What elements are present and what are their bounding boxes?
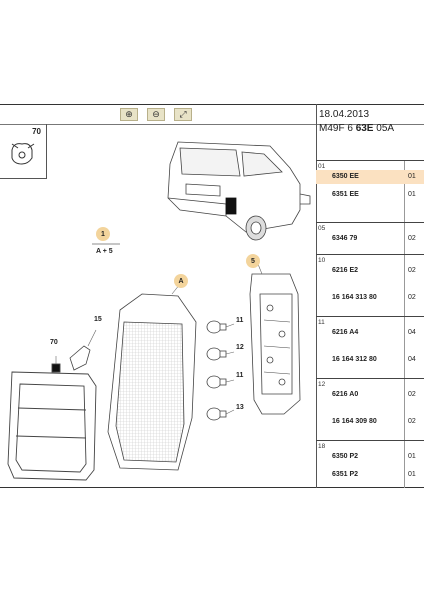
part-row-16164309[interactable]: 16 164 309 80 02 [316,415,424,429]
group-index: 10 [318,257,326,264]
callout-1-label: 1 [101,230,105,238]
callout-11-top[interactable]: 11 [236,317,244,324]
part-qty: 01 [408,453,416,460]
tail-lamp-diagram [7,141,311,481]
lamp-lens [107,283,197,471]
zoom-out-icon: ⊖ [152,109,160,119]
zoom-in-button[interactable]: ⊕ [120,108,138,121]
lamp-surround [7,356,97,481]
bulbs [206,320,235,421]
group-index: 18 [318,443,326,450]
qty-column-separator [404,160,405,488]
thumbnail-number: 70 [32,127,41,136]
part-qty: 02 [408,418,416,425]
part-row-6216a0[interactable]: 6216 A0 02 [316,388,424,402]
date-label: 18.04.2013 [319,109,370,120]
bulb-holder-thumbnail[interactable]: 70 [0,124,47,179]
part-code: 6346 79 [332,235,358,242]
part-code: 6216 A0 [332,391,359,398]
zoom-fit-button[interactable]: ⤢ [174,108,192,121]
part-code: 16 164 309 80 [332,418,377,425]
part-row-6216a4[interactable]: 6216 A4 04 [316,326,424,340]
group-index: 11 [318,319,325,326]
group-index: 05 [318,225,326,232]
zoom-fit-icon: ⤢ [179,109,187,119]
part-code: 6216 E2 [332,267,359,274]
part-code: 6350 P2 [332,453,359,460]
part-row-6350ee[interactable]: 6350 EE 01 [316,170,424,184]
part-qty: 01 [408,173,416,180]
part-qty: 02 [408,235,416,242]
part-code: 16 164 312 80 [332,356,377,363]
bulb-11-bottom [206,375,235,389]
part-code: 16 164 313 80 [332,294,377,301]
van-illustration [167,141,311,241]
zoom-in-icon: ⊕ [125,109,133,119]
part-qty: 02 [408,267,416,274]
reference-label: M49F 6 63E 05A [319,123,394,134]
part-row-6216e2[interactable]: 6216 E2 02 [316,264,424,278]
callout-13[interactable]: 13 [236,404,244,411]
ref-prefix: M49F 6 [319,123,356,134]
part-row-16164312[interactable]: 16 164 312 80 04 [316,353,424,367]
ref-suffix: 05A [373,123,395,134]
bulb-holder-icon [11,143,35,165]
parts-group-05: 05 6346 79 02 [316,222,424,253]
parts-group-12: 12 6216 A0 02 16 164 309 80 02 [316,378,424,439]
callout-11-bottom[interactable]: 11 [236,372,244,379]
callout-1-badge[interactable]: 1 [96,227,110,241]
part-qty: 04 [408,329,416,336]
part-row-6351p2[interactable]: 6351 P2 01 [316,468,424,482]
zoom-out-button[interactable]: ⊖ [147,108,165,121]
header-divider [0,124,424,125]
group-index: 01 [318,163,326,170]
callout-5-badge[interactable]: 5 [246,254,260,268]
ref-bold: 63E [355,123,374,134]
part-row-634679[interactable]: 6346 79 02 [316,232,424,246]
part-row-16164313[interactable]: 16 164 313 80 02 [316,291,424,305]
part-row-6351ee[interactable]: 6351 EE 01 [316,188,424,202]
part-code: 6350 EE [332,173,359,180]
callout-a-label: A [178,277,184,285]
part-qty: 01 [408,471,416,478]
callout-a-badge[interactable]: A [174,274,188,288]
part-qty: 01 [408,191,416,198]
callout-1-sub: A + 5 [96,248,113,255]
zoom-toolbar: ⊕ ⊖ ⤢ [120,108,192,122]
part-code: 6216 A4 [332,329,359,336]
part-qty: 04 [408,356,416,363]
panel-separator [316,160,317,488]
parts-group-11: 11 6216 A4 04 16 164 312 80 04 [316,316,424,377]
callout-15[interactable]: 15 [94,316,102,323]
mounting-bracket [69,329,97,371]
part-qty: 02 [408,391,416,398]
callout-70[interactable]: 70 [50,339,58,346]
part-qty: 02 [408,294,416,301]
parts-group-10: 10 6216 E2 02 16 164 313 80 02 [316,254,424,315]
bulb-holder-plate [249,263,301,415]
bottom-border [0,487,424,488]
group-index: 12 [318,381,326,388]
parts-group-18: 18 6350 P2 01 6351 P2 01 [316,440,424,489]
parts-list-panel: 01 6350 EE 01 6351 EE 01 05 6346 79 02 1… [316,160,424,488]
header-separator [316,104,317,160]
bulb-12 [206,347,235,361]
part-row-6350p2[interactable]: 6350 P2 01 [316,450,424,464]
bulb-11-top [206,320,235,334]
callout-12[interactable]: 12 [236,344,244,351]
part-code: 6351 EE [332,191,359,198]
parts-group-01: 01 6350 EE 01 6351 EE 01 [316,160,424,221]
bulb-13 [206,407,235,421]
callout-5-label: 5 [251,257,255,265]
top-border [0,104,424,105]
part-code: 6351 P2 [332,471,359,478]
